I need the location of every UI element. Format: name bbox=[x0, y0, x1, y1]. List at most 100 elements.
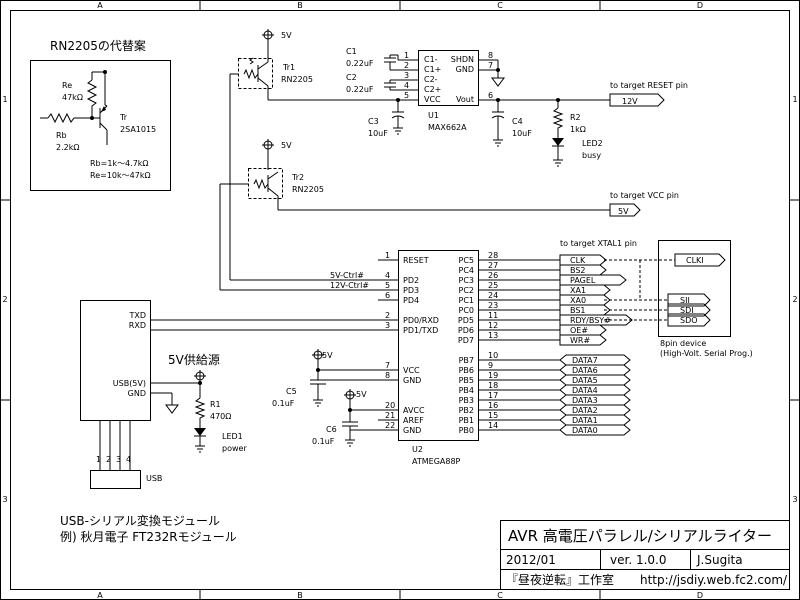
u2-pin-21-num: 21 bbox=[385, 411, 395, 420]
transistor-tr2: 5V Tr2 RN2205 bbox=[219, 139, 324, 290]
u2-pin-11-name: PD5 bbox=[458, 316, 474, 325]
target-reset-flag-text: 12V bbox=[622, 97, 638, 106]
u1-pin-name-7: GND bbox=[456, 65, 474, 74]
u2-pin-21-name: AREF bbox=[403, 416, 424, 425]
signal-label-1: BS2 bbox=[570, 266, 586, 275]
usb-connector-label: USB bbox=[146, 474, 162, 483]
signal-label-3: XA1 bbox=[570, 286, 586, 295]
frame-row-3: 3 bbox=[2, 495, 7, 504]
capacitor-c2: C2 0.22uF bbox=[346, 73, 398, 94]
u2-pin-2-name: PD0/RXD bbox=[403, 316, 439, 325]
frame-col-c: C bbox=[497, 1, 503, 10]
u2-pin-14-num: 14 bbox=[488, 421, 498, 430]
u2-pin-18-name: PB4 bbox=[459, 386, 474, 395]
u2-pin-16-name: PB2 bbox=[459, 406, 474, 415]
signal-label-0: CLK bbox=[570, 256, 586, 265]
tr2-ref: Tr2 bbox=[291, 173, 304, 182]
u2-pin-10-name: PB7 bbox=[459, 356, 474, 365]
u2-pin-5-name: PD3 bbox=[403, 286, 419, 295]
title-block: AVR 高電圧パラレル/シリアルライター 2012/01 ver. 1.0.0 … bbox=[500, 520, 790, 590]
u2-pin-28-name: PC5 bbox=[459, 256, 475, 265]
u2-pin-7-num: 7 bbox=[385, 361, 390, 370]
title-date: 2012/01 bbox=[506, 553, 556, 567]
u2-vcc-label: 5V bbox=[322, 351, 333, 360]
signal-flag-3 bbox=[559, 284, 611, 296]
frame-col-b-bottom: B bbox=[297, 591, 303, 600]
u2-pin-4-num: 4 bbox=[385, 271, 390, 280]
target-reset-label: to target RESET pin bbox=[610, 81, 688, 90]
ctrl-12v-label: 12V-Ctrl# bbox=[330, 281, 369, 290]
target-vcc-label: to target VCC pin bbox=[610, 191, 679, 200]
c6-ref: C6 bbox=[326, 425, 337, 434]
signal-flag-7 bbox=[559, 324, 607, 336]
inset-tr-label: Tr bbox=[119, 113, 128, 122]
u2-pin-11-num: 11 bbox=[488, 311, 498, 320]
ground-symbol-u1 bbox=[491, 77, 505, 87]
inset-re-range: Re=10k～47kΩ bbox=[90, 171, 151, 180]
tr1-vcc-label: 5V bbox=[281, 31, 292, 40]
u2-pin-17-num: 17 bbox=[488, 391, 498, 400]
u1-ref: U1 bbox=[428, 111, 439, 120]
u2-pin-2-num: 2 bbox=[385, 311, 390, 320]
u2-pin-12-name: PD6 bbox=[458, 326, 474, 335]
u2-pin-20-num: 20 bbox=[385, 401, 395, 410]
usb-gnd-label: GND bbox=[128, 389, 146, 398]
u2-pin-26-num: 26 bbox=[488, 271, 498, 280]
usb-serial-module: TXD RXD USB(5V) GND 1 2 3 4 USB USB-シリアル… bbox=[60, 300, 378, 544]
c5-ref: C5 bbox=[286, 387, 297, 396]
u2-pin-12-num: 12 bbox=[488, 321, 498, 330]
u2-pin-27-num: 27 bbox=[488, 261, 498, 270]
signal-label-7: OE# bbox=[570, 326, 588, 335]
u2-pin-19-num: 19 bbox=[488, 371, 498, 380]
inset-tr-part: 2SA1015 bbox=[120, 125, 156, 134]
signal-labels: CLKBS2PAGELXA1XA0BS1RDY/BSY#OE#WR#DATA7D… bbox=[559, 254, 633, 436]
usb-rxd-label: RXD bbox=[129, 321, 146, 330]
u2-power-section: 5V C5 0.1uF 5V C6 0.1uF bbox=[272, 349, 378, 447]
frame-col-b: B bbox=[297, 1, 303, 10]
device-sdi-label: SDI bbox=[680, 306, 694, 315]
chip-u1-max662a: C1- C1+ C2- C2+ VCC SHDN GND Vout 1 2 3 … bbox=[398, 50, 498, 132]
u2-pin-23-name: PC0 bbox=[459, 306, 475, 315]
tr1-ref: Tr1 bbox=[282, 63, 295, 72]
data-bus-label-1: DATA6 bbox=[572, 366, 598, 375]
u2-pin-9-name: PB6 bbox=[459, 366, 474, 375]
u2-pin-13-name: PD7 bbox=[458, 336, 474, 345]
capacitor-c4: C4 10uF bbox=[491, 100, 532, 147]
c3-value: 10uF bbox=[368, 129, 388, 138]
u2-pin-22-num: 22 bbox=[385, 421, 395, 430]
data-bus-label-7: DATA0 bbox=[572, 426, 598, 435]
u2-pin-17-name: PB3 bbox=[459, 396, 474, 405]
c3-ref: C3 bbox=[368, 117, 379, 126]
target-vcc-flag: to target VCC pin 5V bbox=[609, 191, 679, 217]
u1-pin-num-6: 6 bbox=[488, 91, 493, 100]
u2-pin-18-num: 18 bbox=[488, 381, 498, 390]
title-version: ver. 1.0.0 bbox=[610, 553, 666, 567]
supply-5v-section: 5V供給源 R1 470Ω LED1 power bbox=[168, 353, 247, 453]
u2-pin-1-name: RESET bbox=[403, 256, 429, 265]
u1-pin-name-8: SHDN bbox=[451, 55, 474, 64]
title-url: http://jsdiy.web.fc2.com/ bbox=[640, 573, 788, 587]
frame-row-2: 2 bbox=[2, 295, 7, 304]
device-desc: (High-Volt. Serial Prog.) bbox=[660, 349, 753, 358]
u2-pin-25-num: 25 bbox=[488, 281, 498, 290]
capacitor-c3: C3 10uF bbox=[368, 98, 405, 138]
u1-pin-name-5: VCC bbox=[424, 95, 441, 104]
device-sii-label: SII bbox=[680, 296, 690, 305]
signal-flag-0 bbox=[559, 254, 607, 266]
u2-pin-6-num: 6 bbox=[385, 291, 390, 300]
u2-pin-22-name: GND bbox=[403, 426, 421, 435]
u2-pin-28-num: 28 bbox=[488, 251, 498, 260]
signal-flag-4 bbox=[559, 294, 611, 306]
data-bus-label-2: DATA5 bbox=[572, 376, 598, 385]
signal-flag-1 bbox=[559, 264, 607, 276]
frame-row-1: 1 bbox=[2, 95, 7, 104]
u1-pin-num-4: 4 bbox=[404, 81, 409, 90]
u2-pin-9-num: 9 bbox=[488, 361, 493, 370]
frame-col-a: A bbox=[97, 1, 103, 10]
c4-ref: C4 bbox=[512, 117, 523, 126]
inset-rb-range: Rb=1k～4.7kΩ bbox=[90, 159, 149, 168]
u2-pin-6-name: PD4 bbox=[403, 296, 419, 305]
u2-pin-8-name: GND bbox=[403, 376, 421, 385]
frame-row-3-right: 3 bbox=[792, 495, 797, 504]
device-name: 8pin device bbox=[660, 339, 706, 348]
